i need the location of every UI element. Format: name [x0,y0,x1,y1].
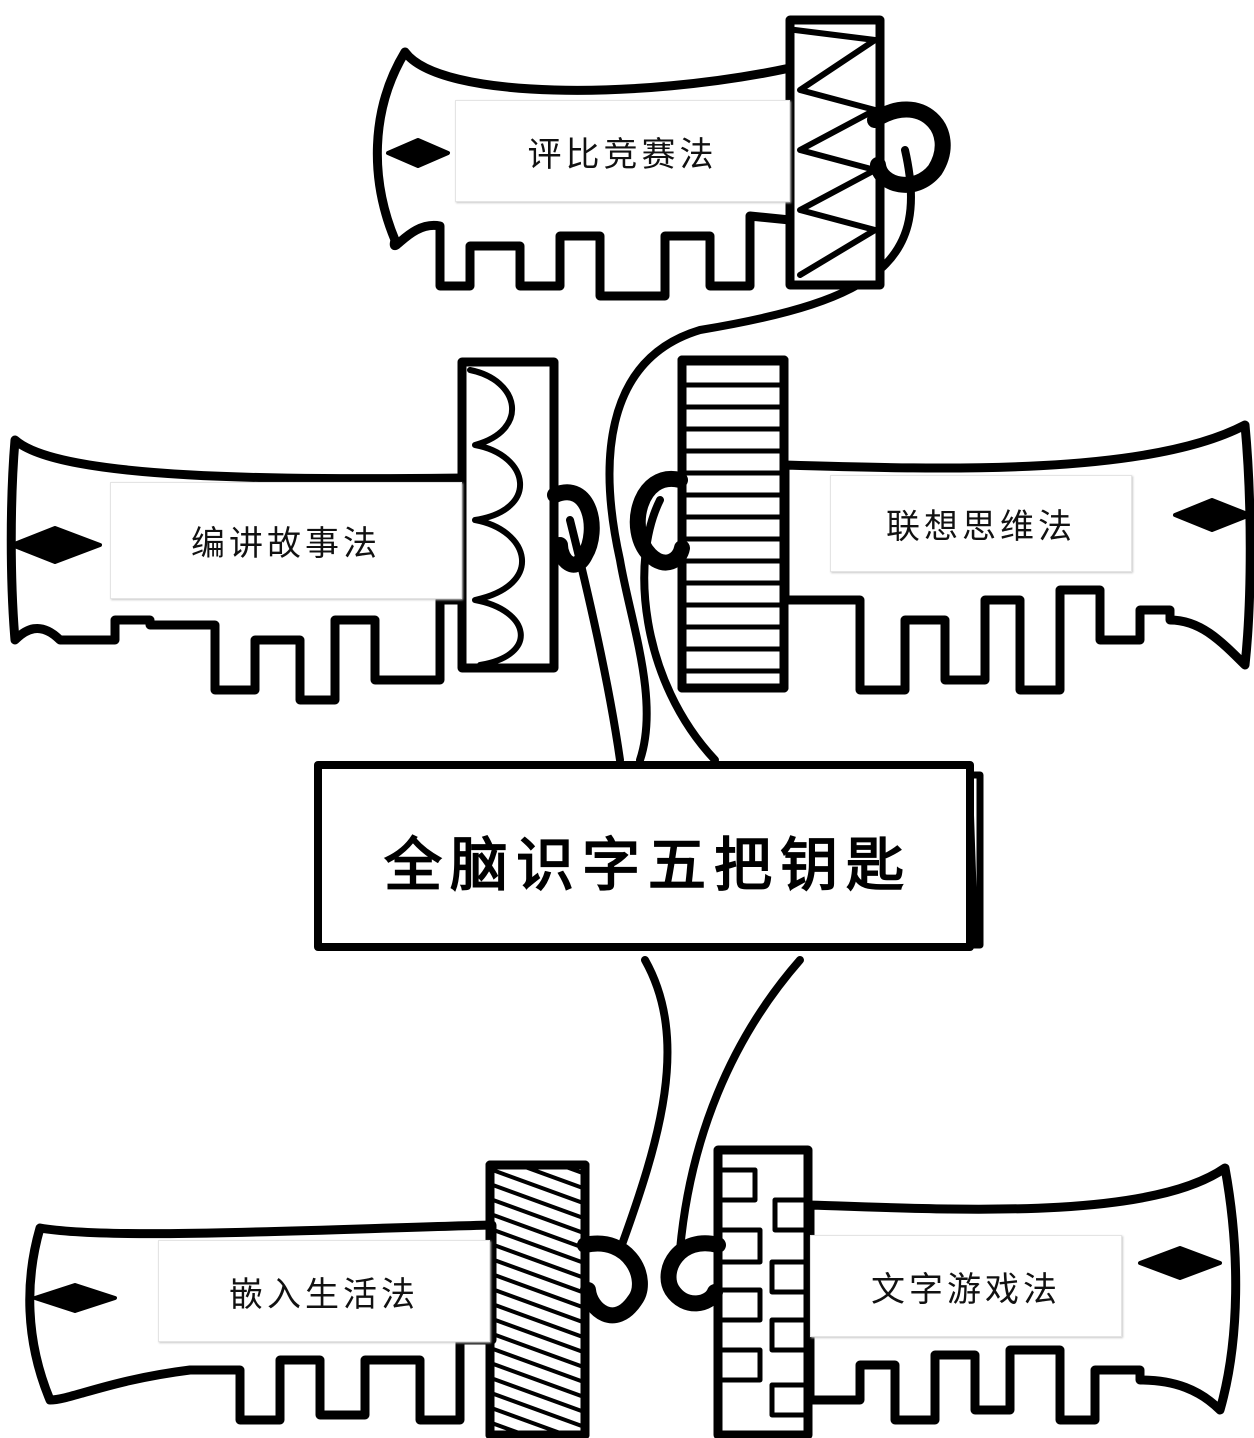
key-label-top: 评比竞赛法 [455,100,790,202]
center-title: 全脑识字五把钥匙 [365,804,930,916]
key-right-middle [629,355,1254,695]
center-title-box: 全脑识字五把钥匙 [318,770,978,950]
key-label-left-bottom: 嵌入生活法 [158,1240,490,1342]
key-label-right-bottom: 文字游戏法 [810,1235,1122,1337]
connector-strings [566,146,916,1254]
key-label-right-middle: 联想思维法 [830,475,1132,572]
key-label-left-middle: 编讲故事法 [110,482,462,599]
